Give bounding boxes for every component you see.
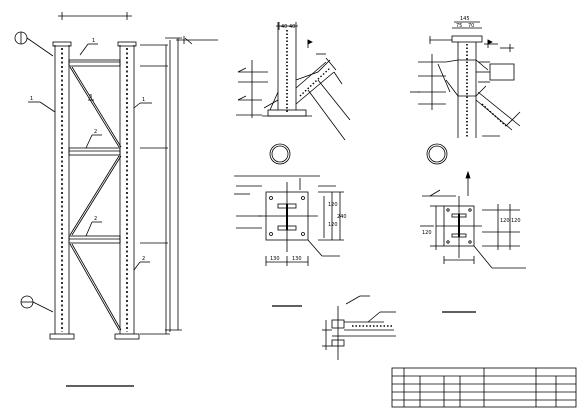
dim-label: 240 (337, 214, 347, 220)
dim-label: 75 (456, 23, 462, 29)
member-mark: 3 (89, 94, 92, 100)
dim-label: 120 (511, 218, 521, 224)
member-mark: 2 (94, 129, 97, 135)
dim-label: 120 (500, 218, 510, 224)
dim-label: 40 (289, 24, 295, 30)
member-mark: 2 (94, 216, 97, 222)
dim-label: 145 (460, 16, 470, 22)
member-mark: 1 (142, 97, 145, 103)
dim-label: 130 (270, 256, 280, 262)
member-mark: 1 (30, 96, 33, 102)
dim-label: 120 (328, 222, 338, 228)
dim-label: 130 (292, 256, 302, 262)
dim-label: 120 (328, 202, 338, 208)
title-block (391, 367, 577, 408)
dim-label: 70 (468, 23, 474, 29)
detail-top-right: 145 75 70 (410, 16, 521, 165)
beam-detail (322, 295, 396, 360)
member-mark: 1 (92, 38, 95, 44)
base-plate-left: 120 120 240 130 130 (234, 175, 347, 307)
column-elevation: 1 1 1 2 2 2 3 (14, 12, 218, 387)
dim-label: 120 (422, 230, 432, 236)
base-plate-right: 120 120 120 (420, 170, 526, 313)
dim-label: 40 (281, 24, 287, 30)
member-mark: 2 (142, 256, 145, 262)
detail-top-left: 40 40 (236, 22, 351, 165)
